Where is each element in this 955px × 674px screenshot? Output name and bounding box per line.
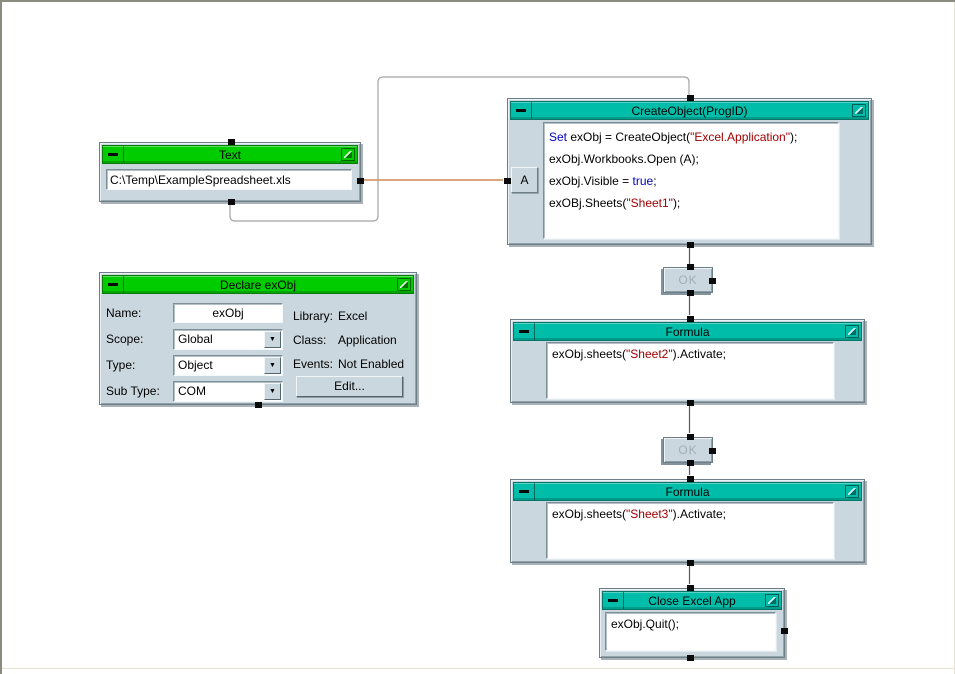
formula-1-titlebar[interactable]: Formula (513, 322, 862, 341)
connector-bottom[interactable] (687, 400, 694, 406)
close-excel-block[interactable]: Close Excel App exObj.Quit(); (599, 588, 785, 658)
class-value: Application (338, 333, 397, 347)
close-excel-title: Close Excel App (648, 594, 735, 608)
minimize-icon[interactable] (103, 276, 124, 293)
maximize-glyph (768, 597, 776, 604)
create-object-code-editor[interactable]: Set exObj = CreateObject("Excel.Applicat… (543, 122, 839, 239)
connector-top[interactable] (687, 316, 694, 322)
formula-block-1[interactable]: Formula exObj.sheets("Sheet2").Activate; (510, 319, 865, 403)
events-value: Not Enabled (338, 357, 404, 371)
maximize-icon[interactable] (765, 594, 779, 607)
declare-block[interactable]: Declare exObj Name: Scope: Global ▼ Type… (99, 272, 417, 405)
library-value: Excel (338, 309, 367, 323)
connector-bottom[interactable] (255, 402, 262, 408)
maximize-icon[interactable] (845, 485, 859, 498)
type-select[interactable]: Object ▼ (173, 355, 283, 376)
minimize-icon[interactable] (514, 323, 535, 340)
maximize-icon[interactable] (845, 325, 859, 338)
ok-step-2[interactable]: OK (663, 437, 713, 463)
connector-bottom[interactable] (687, 655, 694, 661)
type-label: Type: (106, 358, 135, 372)
maximize-icon[interactable] (852, 104, 866, 117)
ok-step-1-label: OK (678, 273, 697, 287)
canvas-bottom-edge (2, 668, 955, 669)
minimize-icon[interactable] (603, 592, 624, 609)
connector-right[interactable] (781, 628, 788, 634)
close-excel-titlebar[interactable]: Close Excel App (602, 591, 782, 610)
class-label: Class: (293, 333, 326, 347)
subtype-select[interactable]: COM ▼ (173, 381, 283, 402)
minimize-dash (519, 330, 529, 333)
formula-1-title: Formula (665, 325, 709, 339)
minimize-dash (516, 109, 526, 112)
connector-bottom[interactable] (228, 199, 235, 205)
formula-2-title: Formula (665, 485, 709, 499)
subtype-value: COM (178, 384, 206, 398)
close-excel-code-editor[interactable]: exObj.Quit(); (605, 612, 776, 651)
formula-block-2[interactable]: Formula exObj.sheets("Sheet3").Activate; (510, 479, 865, 563)
connector-right[interactable] (709, 278, 716, 284)
create-object-titlebar[interactable]: CreateObject(ProgID) (510, 101, 869, 120)
name-label: Name: (106, 306, 141, 320)
text-block[interactable]: Text (99, 142, 361, 202)
minimize-icon[interactable] (103, 146, 124, 163)
maximize-glyph (848, 488, 856, 495)
connector-bottom[interactable] (687, 460, 694, 466)
create-object-block[interactable]: CreateObject(ProgID) A Set exObj = Creat… (507, 98, 872, 245)
formula-1-code-editor[interactable]: exObj.sheets("Sheet2").Activate; (546, 342, 834, 399)
text-block-title: Text (219, 148, 241, 162)
events-label: Events: (293, 357, 333, 371)
ok-step-1[interactable]: OK (663, 267, 713, 293)
connector-top[interactable] (687, 585, 694, 591)
edit-button[interactable]: Edit... (296, 376, 403, 397)
minimize-icon[interactable] (514, 483, 535, 500)
connector-bottom[interactable] (687, 290, 694, 296)
minimize-icon[interactable] (511, 102, 532, 119)
minimize-dash (108, 283, 118, 286)
input-port-a[interactable]: A (511, 167, 538, 193)
library-label: Library: (293, 309, 333, 323)
connector-right[interactable] (357, 178, 364, 184)
edit-button-label: Edit... (334, 379, 365, 393)
formula-2-code-editor[interactable]: exObj.sheets("Sheet3").Activate; (546, 502, 834, 559)
connector-top[interactable] (687, 264, 694, 270)
minimize-dash (519, 490, 529, 493)
connector-top[interactable] (228, 139, 235, 145)
chevron-down-icon[interactable]: ▼ (264, 383, 281, 400)
formula-2-titlebar[interactable]: Formula (513, 482, 862, 501)
scope-value: Global (178, 332, 213, 346)
file-path-input[interactable] (106, 169, 352, 190)
maximize-glyph (344, 151, 352, 158)
chevron-down-icon[interactable]: ▼ (264, 357, 281, 374)
ok-step-2-label: OK (678, 443, 697, 457)
subtype-label: Sub Type: (106, 384, 160, 398)
scope-label: Scope: (106, 332, 143, 346)
minimize-dash (108, 153, 118, 156)
maximize-glyph (848, 328, 856, 335)
connector-right[interactable] (709, 448, 716, 454)
connector-top[interactable] (687, 476, 694, 482)
maximize-icon[interactable] (341, 148, 355, 161)
connector-bottom[interactable] (687, 560, 694, 566)
name-input[interactable] (173, 303, 283, 323)
input-port-a-label: A (520, 173, 528, 187)
create-object-title: CreateObject(ProgID) (631, 104, 747, 118)
connector-bottom[interactable] (687, 242, 694, 248)
type-value: Object (178, 358, 213, 372)
connector-top[interactable] (687, 95, 694, 101)
minimize-dash (608, 599, 618, 602)
text-block-titlebar[interactable]: Text (102, 145, 358, 164)
maximize-glyph (855, 107, 863, 114)
maximize-icon[interactable] (397, 278, 411, 291)
connector-top[interactable] (687, 434, 694, 440)
chevron-down-icon[interactable]: ▼ (264, 331, 281, 348)
declare-title: Declare exObj (220, 278, 296, 292)
connector-left[interactable] (504, 178, 511, 184)
scope-select[interactable]: Global ▼ (173, 329, 283, 350)
maximize-glyph (400, 281, 408, 288)
declare-titlebar[interactable]: Declare exObj (102, 275, 414, 294)
